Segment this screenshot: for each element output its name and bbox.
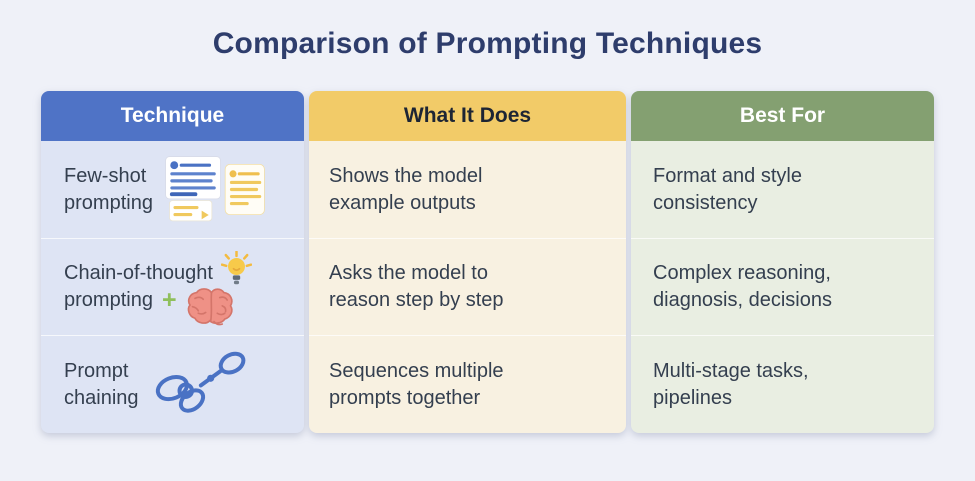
few-shot-label: Few-shot prompting bbox=[64, 164, 153, 214]
plus-sign: + bbox=[161, 286, 177, 314]
page-title: Comparison of Prompting Techniques bbox=[212, 27, 763, 60]
column-header-what-it-does: What It Does bbox=[309, 91, 626, 141]
chain-of-thought-content: Chain-of-thought prompting bbox=[64, 250, 252, 325]
few-shot-what-text: Shows the model example outputs bbox=[329, 164, 483, 214]
comparison-table: Technique What It Does Best For Few-shot… bbox=[41, 91, 934, 433]
column-header-technique: Technique bbox=[41, 91, 304, 141]
cell-prompt-chaining-best: Multi-stage tasks, pipelines bbox=[631, 335, 934, 433]
chain-of-thought-line-2: prompting + bbox=[64, 286, 252, 325]
prompt-chaining-label: Prompt chaining bbox=[64, 359, 139, 409]
prompt-chaining-what-text: Sequences multiple prompts together bbox=[329, 359, 504, 409]
chain-links-icon bbox=[155, 351, 245, 413]
cell-few-shot-technique: Few-shot prompting bbox=[41, 141, 304, 238]
lightbulb-icon bbox=[220, 250, 252, 284]
prompt-chaining-content: Prompt chaining bbox=[64, 348, 250, 421]
example-documents-icon bbox=[165, 156, 265, 222]
cell-chain-of-thought-technique: Chain-of-thought prompting bbox=[41, 238, 304, 335]
column-header-best-for: Best For bbox=[631, 91, 934, 141]
cell-chain-of-thought-best: Complex reasoning, diagnosis, decisions bbox=[631, 238, 934, 335]
brain-icon bbox=[187, 287, 233, 325]
cell-few-shot-best: Format and style consistency bbox=[631, 141, 934, 238]
chain-of-thought-what-text: Asks the model to reason step by step bbox=[329, 262, 504, 311]
cell-prompt-chaining-what: Sequences multiple prompts together bbox=[309, 335, 626, 433]
chain-of-thought-best-text: Complex reasoning, diagnosis, decisions bbox=[653, 262, 832, 311]
prompt-chaining-best-text: Multi-stage tasks, pipelines bbox=[653, 359, 809, 409]
cell-chain-of-thought-what: Asks the model to reason step by step bbox=[309, 238, 626, 335]
few-shot-technique-content: Few-shot prompting bbox=[64, 155, 266, 224]
few-shot-best-text: Format and style consistency bbox=[653, 164, 802, 214]
cell-few-shot-what: Shows the model example outputs bbox=[309, 141, 626, 238]
chain-of-thought-line-1: Chain-of-thought bbox=[64, 250, 252, 287]
cell-prompt-chaining-technique: Prompt chaining bbox=[41, 335, 304, 433]
